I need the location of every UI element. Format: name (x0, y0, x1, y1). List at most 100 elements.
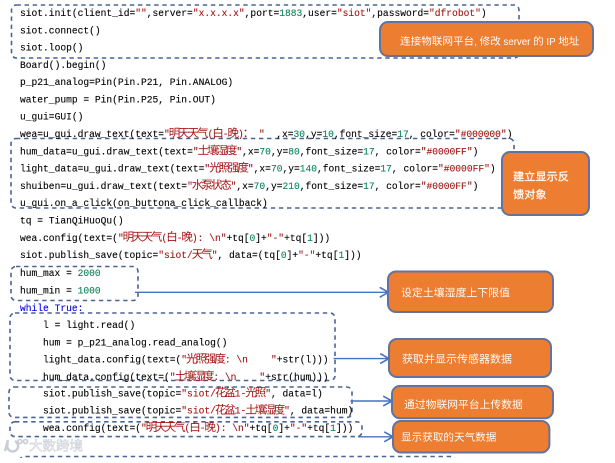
svg-text:210: 210 (282, 181, 299, 193)
svg-text:):: ): (192, 233, 204, 245)
svg-text:u_gui.on_a_click(on_buttona_cl: u_gui.on_a_click(on_buttona_click_callba… (20, 198, 268, 210)
svg-text:,font_size=: ,font_size= (300, 181, 363, 193)
svg-text:,font_size=: ,font_size= (300, 146, 363, 158)
svg-text:80: 80 (288, 146, 300, 158)
svg-text:+tq[: +tq[ (284, 233, 307, 245)
svg-text:light.read(): light.read() (66, 320, 135, 332)
svg-text:,y=: ,y= (271, 146, 288, 158)
svg-text:wea.config(text=(: wea.config(text=( (43, 423, 141, 435)
svg-text:"siot/: "siot/ (181, 406, 216, 418)
svg-text:,: , (271, 388, 277, 400)
svg-text:\n: \n (225, 372, 237, 384)
svg-text:0: 0 (250, 233, 256, 245)
svg-text:True:: True: (55, 303, 84, 315)
svg-text:=: = (55, 320, 61, 332)
svg-text:+str(l))): +str(l))) (277, 355, 329, 367)
svg-text:"#000000": "#000000" (455, 129, 507, 141)
svg-text:": " (187, 181, 193, 193)
svg-text:light_data=u_gui.draw_text(tex: light_data=u_gui.draw_text(text= (20, 164, 204, 176)
svg-text:"-": "-" (267, 233, 284, 245)
svg-text:,: , (217, 250, 223, 262)
svg-text:Board().begin(): Board().begin() (20, 60, 106, 72)
svg-text:-: - (200, 423, 206, 435)
svg-text:,x=: ,x= (242, 146, 259, 158)
svg-text:": " (181, 355, 187, 367)
svg-text:tq: tq (20, 215, 32, 227)
svg-text:data=l): data=l) (282, 388, 322, 400)
svg-text:": " (170, 372, 176, 384)
svg-text:light_data.config(text=(: light_data.config(text=( (43, 355, 181, 367)
svg-text:30: 30 (294, 129, 306, 141)
svg-text:,: , (375, 181, 381, 193)
svg-text:,server=: ,server= (147, 8, 193, 20)
svg-text:"-": "-" (298, 250, 315, 262)
svg-text:color=: color= (403, 164, 438, 176)
svg-text:siot.loop(): siot.loop() (20, 43, 83, 55)
svg-text:siot.publish_save(topic=: siot.publish_save(topic= (20, 250, 158, 262)
svg-text:-: - (177, 233, 183, 245)
svg-text:,: , (375, 146, 381, 158)
svg-text:+tq[: +tq[ (250, 423, 273, 435)
svg-text:data=hum): data=hum) (301, 406, 353, 418)
svg-text:10: 10 (322, 129, 334, 141)
svg-text:": " (118, 233, 124, 245)
svg-text:(: ( (185, 423, 191, 435)
svg-text:": " (236, 146, 242, 158)
svg-text:"#0000FF": "#0000FF" (421, 181, 473, 193)
svg-text:): ) (473, 181, 479, 193)
svg-text:server: server (503, 37, 531, 48)
svg-text:Pin.OUT): Pin.OUT) (170, 94, 216, 106)
svg-text:70: 70 (259, 146, 271, 158)
svg-text:siot.publish_save(topic=: siot.publish_save(topic= (43, 388, 181, 400)
svg-text:,font_size=: ,font_size= (317, 164, 380, 176)
svg-text:])): ])) (313, 233, 330, 245)
svg-text:"siot/: "siot/ (158, 250, 193, 262)
svg-text:hum_data=u_gui.draw_text(text=: hum_data=u_gui.draw_text(text= (20, 146, 193, 158)
svg-text:\n: \n (236, 355, 248, 367)
svg-text:TianQiHuoQu(): TianQiHuoQu() (49, 215, 124, 227)
svg-text:+tq[: +tq[ (307, 423, 330, 435)
svg-text:]+: ]+ (278, 423, 290, 435)
svg-text:): ) (481, 8, 487, 20)
svg-text:1000: 1000 (78, 286, 101, 298)
svg-text:": " (265, 388, 271, 400)
svg-text:": " (212, 250, 218, 262)
svg-text:,y=: ,y= (282, 164, 299, 176)
svg-text:+str(hum))): +str(hum))) (265, 372, 328, 384)
svg-text:,y=: ,y= (265, 181, 282, 193)
svg-text:color=: color= (386, 181, 421, 193)
svg-text:]+: ]+ (255, 233, 267, 245)
svg-text:"dfrobot": "dfrobot" (429, 8, 481, 20)
svg-text:data=(tq[: data=(tq[ (229, 250, 281, 262)
svg-text:1: 1 (330, 423, 336, 435)
svg-text:,: , (409, 129, 415, 141)
svg-text:,: , (290, 406, 296, 418)
svg-text:70: 70 (254, 181, 266, 193)
svg-text:]+: ]+ (287, 250, 299, 262)
svg-text:])): ])) (336, 423, 353, 435)
svg-text:color=: color= (386, 146, 421, 158)
svg-text:0: 0 (273, 423, 279, 435)
svg-text:1-: 1- (235, 406, 247, 418)
svg-text:shuiben=u_gui.draw_text(text=: shuiben=u_gui.draw_text(text= (20, 181, 187, 193)
svg-text:"#0000FF": "#0000FF" (421, 146, 473, 158)
svg-text:140: 140 (300, 164, 317, 176)
svg-text:1883: 1883 (279, 8, 302, 20)
svg-text:p_p21_analog=Pin(Pin.P21,: p_p21_analog=Pin(Pin.P21, (20, 77, 164, 89)
svg-text:IP: IP (546, 37, 555, 48)
svg-text:,font_size=: ,font_size= (334, 129, 397, 141)
svg-text:): ) (238, 129, 244, 141)
svg-text:hum_min: hum_min (20, 286, 60, 298)
svg-text:,x=: ,x= (236, 181, 253, 193)
svg-text:+tq[: +tq[ (226, 233, 249, 245)
svg-text:):: ): (215, 423, 227, 435)
svg-text:,port=: ,port= (245, 8, 280, 20)
svg-text:,user=: ,user= (302, 8, 337, 20)
svg-text:": " (271, 355, 277, 367)
svg-text:": " (164, 129, 170, 141)
svg-text:\n": \n" (232, 423, 249, 435)
svg-text:siot.connect(): siot.connect() (20, 25, 101, 37)
svg-text:=: = (66, 268, 72, 280)
svg-text:l: l (43, 320, 49, 332)
svg-text:"": "" (135, 8, 147, 20)
